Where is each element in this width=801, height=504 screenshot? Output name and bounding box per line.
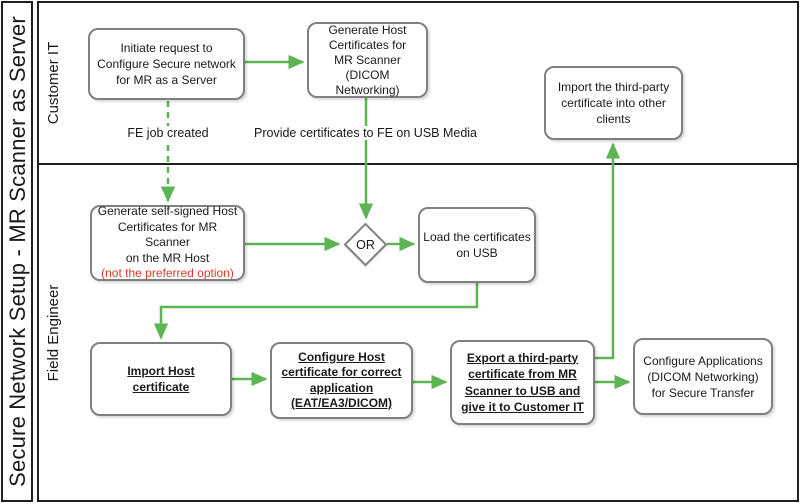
node-text-line: Scanner to USB and: [464, 383, 581, 398]
swimlane-frame: [37, 1, 799, 502]
node-configure-applications: Configure Applications (DICOM Networking…: [633, 338, 773, 415]
node-text-line: certificate: [132, 380, 190, 394]
node-text-line: Load the certificates: [423, 230, 531, 244]
lane-label-field-engineer: Field Engineer: [44, 284, 62, 382]
node-text-line: for Secure Transfer: [651, 385, 755, 400]
node-generate-host-certificates: Generate Host Certificates for MR Scanne…: [307, 22, 428, 98]
node-text-line: Export a third-party: [466, 350, 579, 365]
node-text-line: (EAT/EA3/DICOM): [290, 396, 393, 410]
node-text-line: Certificates for MR Scanner: [117, 219, 218, 250]
node-text-line: on USB: [456, 246, 498, 260]
node-text-line: MR Scanner: [334, 52, 401, 67]
node-text-line: certificate for correct: [281, 365, 402, 379]
node-text-line: (DICOM Networking): [335, 67, 400, 97]
lane-divider: [37, 163, 799, 165]
node-export-third-party-certificate: Export a third-party certificate from MR…: [450, 340, 595, 425]
node-text-line: Initiate request to: [120, 41, 213, 55]
node-text-line: for MR as a Server: [116, 73, 217, 87]
node-text-line: certificate from MR: [468, 367, 577, 381]
node-text-line: Import Host: [127, 364, 195, 378]
node-import-third-party-clients: Import the third-party certificate into …: [544, 66, 683, 140]
diagram-title: Secure Network Setup - MR Scanner as Ser…: [4, 16, 30, 487]
title-strip-frame: [1, 1, 33, 502]
node-text-line: on the MR Host: [125, 250, 210, 265]
or-gateway-label: OR: [356, 237, 375, 252]
node-text-line: give it to Customer IT: [461, 400, 584, 414]
node-text-line: Import the third-party: [557, 80, 670, 94]
node-text-line: Generate Host: [328, 22, 407, 37]
edge-label-fe-job-created: FE job created: [124, 126, 212, 140]
node-text-line: certificate into other: [561, 96, 666, 110]
node-text-line: application: [309, 380, 374, 395]
node-text-line: Certificates for: [328, 37, 407, 52]
node-import-host-certificate: Import Host certificate: [90, 342, 232, 416]
node-text-line: Configure Applications: [643, 353, 763, 368]
node-text-line: (DICOM Networking): [647, 369, 759, 384]
node-warning-text: (not the preferred option): [101, 266, 234, 281]
node-initiate-request: Initiate request to Configure Secure net…: [88, 28, 245, 100]
lane-label-customer-it: Customer IT: [44, 41, 62, 125]
node-generate-self-signed: Generate self-signed Host Certificates f…: [90, 204, 245, 281]
node-text-line: Configure Host: [298, 349, 385, 364]
node-text-line: Generate self-signed Host: [97, 204, 238, 219]
node-text-line: clients: [596, 112, 631, 126]
edge-label-provide-certificates: Provide certificates to FE on USB Media: [252, 126, 478, 140]
node-configure-host-certificate: Configure Host certificate for correct a…: [270, 342, 413, 419]
node-load-certificates-usb: Load the certificates on USB: [418, 207, 536, 283]
node-text-line: Configure Secure network: [97, 57, 236, 71]
